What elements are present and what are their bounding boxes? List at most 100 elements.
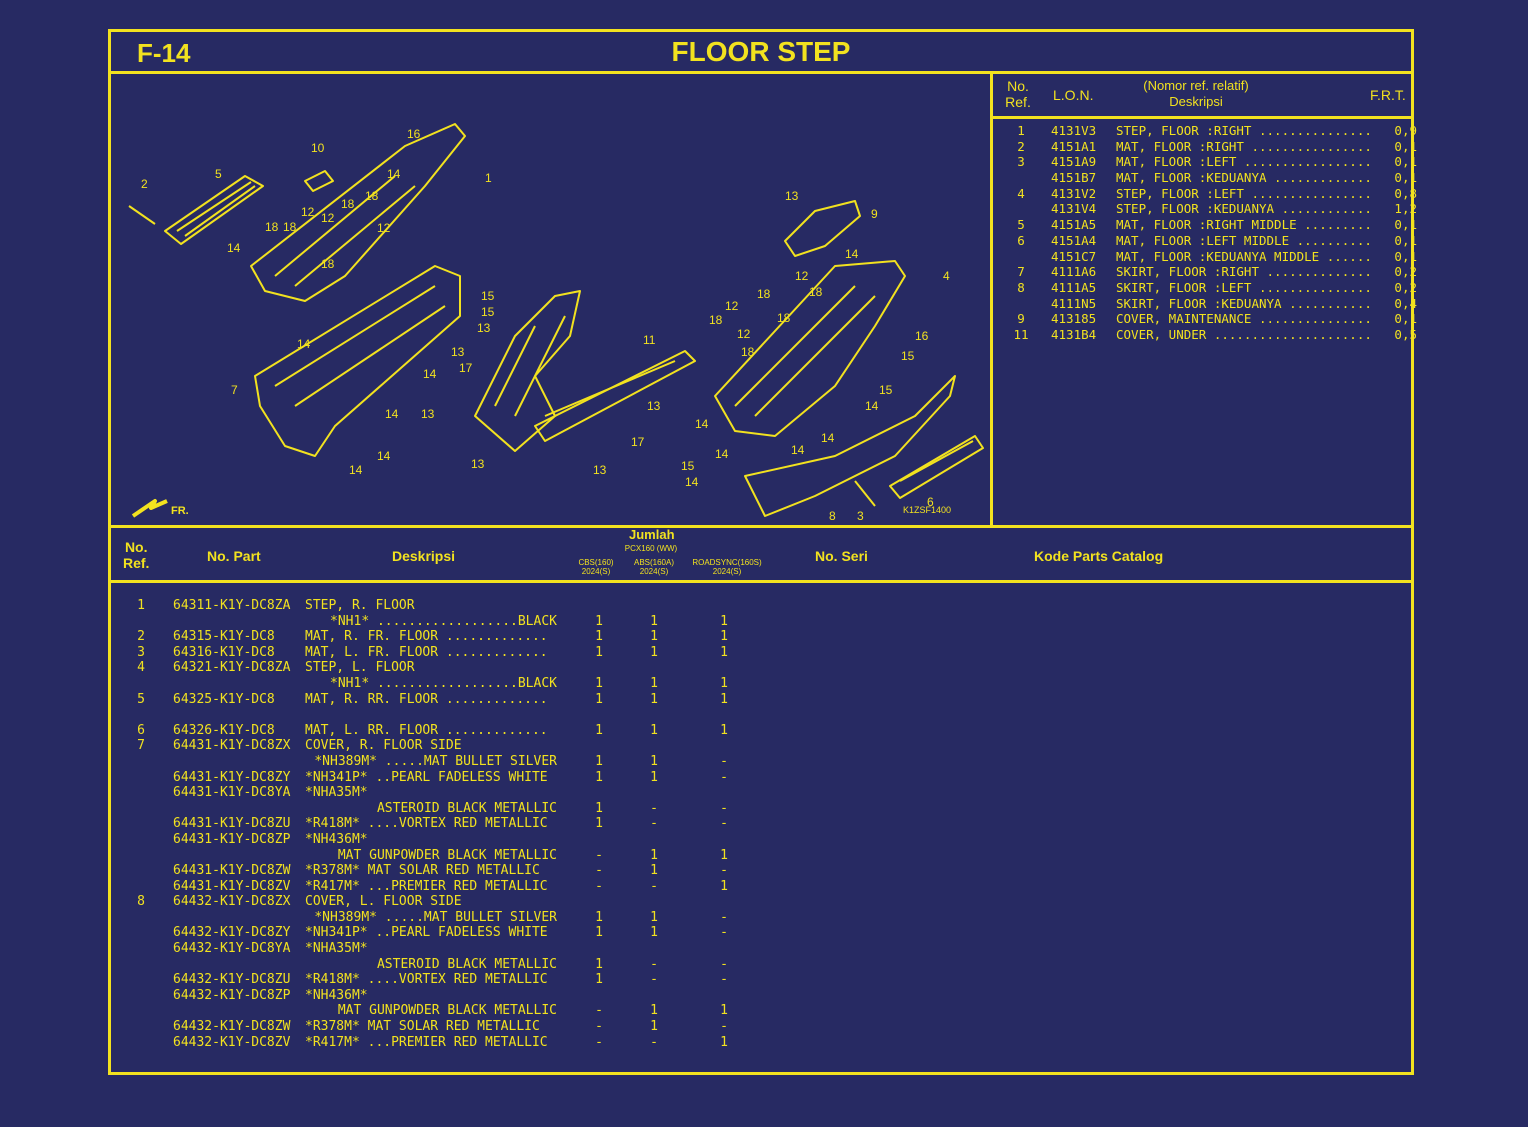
svg-text:12: 12 bbox=[301, 205, 315, 219]
parts-row: 64432-K1Y-DC8ZU*R418M* ....VORTEX RED ME… bbox=[111, 972, 811, 988]
frt-desc: COVER, UNDER ..................... bbox=[1116, 326, 1372, 342]
parts-header-divider bbox=[111, 580, 1411, 583]
qty-cbs: 1 bbox=[595, 644, 603, 660]
svg-text:4: 4 bbox=[943, 269, 950, 283]
frt-desc: STEP, FLOOR :LEFT ................ bbox=[1116, 185, 1372, 201]
frt-desc: MAT, FLOOR :RIGHT MIDDLE ......... bbox=[1116, 217, 1372, 233]
qty-abs: - bbox=[650, 1034, 658, 1050]
frt-ref: 6 bbox=[1017, 232, 1025, 248]
qty-abs: 1 bbox=[650, 613, 658, 629]
svg-text:11: 11 bbox=[643, 333, 656, 347]
parts-header-col2: ABS(160A)2024(S) bbox=[633, 558, 675, 576]
frt-lon: 4151A9 bbox=[1051, 154, 1097, 170]
part-desc: *NHA35M* bbox=[305, 941, 368, 957]
qty-cbs: 1 bbox=[595, 722, 603, 738]
diagram-divider bbox=[990, 71, 993, 527]
qty-cbs: - bbox=[595, 863, 603, 879]
svg-text:16: 16 bbox=[915, 329, 929, 343]
qty-cbs: 1 bbox=[595, 909, 603, 925]
part-number: 64431-K1Y-DC8ZY bbox=[173, 769, 291, 785]
frt-lon: 4111A5 bbox=[1051, 279, 1097, 295]
part-number: 64431-K1Y-DC8ZV bbox=[173, 878, 291, 894]
qty-cbs: 1 bbox=[595, 956, 603, 972]
frt-desc: MAT, FLOOR :LEFT MIDDLE .......... bbox=[1116, 232, 1372, 248]
parts-row: 64431-K1Y-DC8ZU*R418M* ....VORTEX RED ME… bbox=[111, 816, 811, 832]
svg-text:18: 18 bbox=[777, 311, 791, 325]
parts-header-model: PCX160 (WW) bbox=[624, 544, 678, 553]
svg-text:16: 16 bbox=[407, 127, 421, 141]
svg-text:9: 9 bbox=[871, 207, 878, 221]
parts-row: 64431-K1Y-DC8ZV*R417M* ...PREMIER RED ME… bbox=[111, 879, 811, 895]
frt-lon: 4151A1 bbox=[1051, 138, 1097, 154]
part-desc: ASTEROID BLACK METALLIC bbox=[376, 800, 557, 816]
frt-lon: 4131V2 bbox=[1051, 185, 1097, 201]
frt-lon: 413185 bbox=[1051, 311, 1097, 327]
part-number: 64432-K1Y-DC8ZY bbox=[173, 925, 291, 941]
svg-text:1: 1 bbox=[485, 171, 492, 185]
frt-value: 0,5 bbox=[1394, 326, 1417, 342]
qty-roadsync: 1 bbox=[720, 847, 728, 863]
frt-lon: 4151C7 bbox=[1051, 248, 1097, 264]
parts-header-catalog: Kode Parts Catalog bbox=[1034, 548, 1164, 564]
svg-text:18: 18 bbox=[709, 313, 723, 327]
qty-abs: 1 bbox=[650, 675, 658, 691]
svg-text:18: 18 bbox=[283, 220, 297, 234]
part-desc: COVER, L. FLOOR SIDE bbox=[305, 894, 462, 910]
qty-abs: 1 bbox=[650, 863, 658, 879]
qty-roadsync: 1 bbox=[720, 1003, 728, 1019]
svg-text:14: 14 bbox=[845, 247, 859, 261]
frt-value: 0,1 bbox=[1394, 248, 1417, 264]
qty-roadsync: - bbox=[720, 769, 728, 785]
svg-text:13: 13 bbox=[421, 407, 435, 421]
qty-roadsync: - bbox=[720, 816, 728, 832]
part-ref: 2 bbox=[137, 629, 145, 645]
parts-header-col3: ROADSYNC(160S)2024(S) bbox=[692, 558, 762, 576]
part-number: 64432-K1Y-DC8ZW bbox=[173, 1019, 291, 1035]
frt-value: 0,4 bbox=[1394, 295, 1417, 311]
frt-value: 1,2 bbox=[1394, 201, 1417, 217]
svg-text:10: 10 bbox=[311, 141, 325, 155]
parts-header-col1: CBS(160)2024(S) bbox=[578, 558, 614, 576]
svg-text:18: 18 bbox=[757, 287, 771, 301]
qty-abs: 1 bbox=[650, 925, 658, 941]
part-desc: MAT, R. RR. FLOOR ............. bbox=[305, 691, 548, 707]
svg-text:14: 14 bbox=[865, 399, 879, 413]
parts-header-jumlah: Jumlah bbox=[629, 527, 675, 542]
qty-roadsync: 1 bbox=[720, 1034, 728, 1050]
qty-abs: 1 bbox=[650, 629, 658, 645]
svg-text:13: 13 bbox=[451, 345, 465, 359]
qty-roadsync: - bbox=[720, 909, 728, 925]
qty-cbs: - bbox=[595, 847, 603, 863]
svg-text:14: 14 bbox=[377, 449, 391, 463]
svg-text:18: 18 bbox=[321, 257, 335, 271]
part-number: 64431-K1Y-DC8ZX bbox=[173, 738, 291, 754]
qty-cbs: 1 bbox=[595, 613, 603, 629]
part-ref: 6 bbox=[137, 722, 145, 738]
frt-ref: 7 bbox=[1017, 264, 1025, 280]
svg-text:14: 14 bbox=[423, 367, 437, 381]
qty-abs: 1 bbox=[650, 691, 658, 707]
parts-header-desc: Deskripsi bbox=[392, 548, 456, 564]
title-divider bbox=[111, 71, 1411, 74]
catalog-page: F-14 FLOOR STEP bbox=[108, 29, 1417, 1075]
svg-text:13: 13 bbox=[477, 321, 491, 335]
part-ref: 7 bbox=[137, 738, 145, 754]
part-desc: *R418M* ....VORTEX RED METALLIC bbox=[305, 816, 548, 832]
frt-header-lon: L.O.N. bbox=[1053, 87, 1094, 103]
parts-row: 64432-K1Y-DC8ZP*NH436M* bbox=[111, 988, 811, 1004]
part-desc: *NH1* ..................BLACK bbox=[330, 613, 557, 629]
qty-cbs: - bbox=[595, 1019, 603, 1035]
qty-cbs: 1 bbox=[595, 753, 603, 769]
qty-abs: 1 bbox=[650, 753, 658, 769]
qty-cbs: 1 bbox=[595, 800, 603, 816]
frt-lon: 4151A4 bbox=[1051, 232, 1097, 248]
